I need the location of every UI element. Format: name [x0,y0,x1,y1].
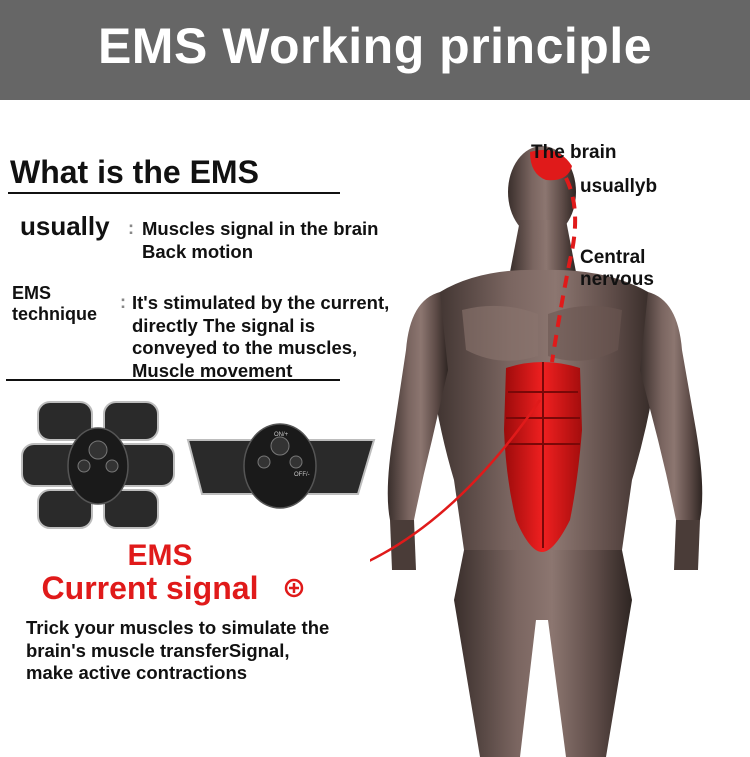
ems-abs-pad [21,401,175,529]
technique-line-2: directly The signal is [132,314,316,336]
technique-description: It's stimulated by the current, directly… [132,292,389,382]
title-underline [8,192,340,194]
usually-colon: : [128,218,134,238]
label-the-brain: The brain [531,142,617,163]
page-title: EMS Working principle [97,18,653,74]
usually-line-2: Back motion [142,240,254,262]
body-silhouette [387,146,703,757]
nerve-signal-line [550,177,578,363]
ems-belt-pad: ON/+ OFF/- [186,423,376,509]
usually-line-1: Muscles signal in the brain [142,218,379,239]
signal-ems-label: EMS [127,539,193,572]
description-line-2: brain's muscle transferSignal, [26,639,290,661]
signal-description: Trick your muscles to simulate the brain… [26,617,329,685]
technique-line-3: conveyed to the muscles, [132,337,358,358]
technique-label-line-2: technique [12,304,98,324]
technique-label-line-1: EMS [12,283,52,303]
description-line-3: make active contractions [26,662,248,683]
usually-label: usually [20,211,110,241]
label-central: Central [580,247,646,268]
signal-current-label: Current signal [41,570,259,606]
off-button-label: OFF/- [294,472,310,478]
technique-colon: : [120,292,126,312]
brain-highlight [530,149,572,181]
human-body-figure [370,146,703,757]
abs-muscle-highlight [504,362,582,552]
current-signal-arc [370,399,542,562]
plus-circle-icon [284,578,304,598]
usually-description: Muscles signal in the brain Back motion [142,218,378,263]
description-line-1: Trick your muscles to simulate the [26,617,330,638]
section-title: What is the EMS [10,154,259,190]
technique-line-4: Muscle movement [132,359,293,381]
technique-line-1: It's stimulated by the current, [132,292,390,313]
label-central-nervous: Central nervous [580,247,654,291]
label-nervous: nervous [580,269,654,290]
technique-label: EMS technique [12,283,97,325]
header-banner: EMS Working principle [0,0,750,100]
label-usuallyb: usuallyb [580,176,658,197]
on-button-label: ON/+ [274,432,289,438]
section-divider [6,379,340,381]
